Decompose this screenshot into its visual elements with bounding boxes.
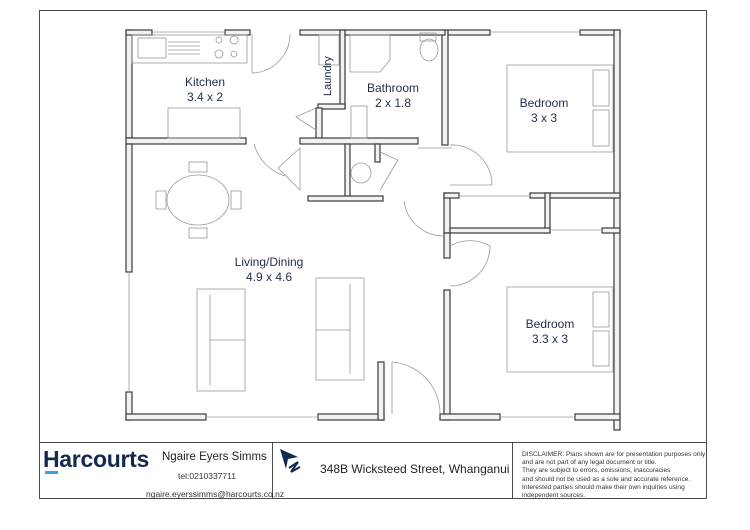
room-size: 3 x 3 xyxy=(530,111,558,125)
disclaimer: DISCLAIMER: Plans shown are for presenta… xyxy=(522,451,707,500)
north-arrow-icon xyxy=(280,449,301,473)
room-name: Bedroom xyxy=(525,317,575,331)
wall xyxy=(125,413,207,421)
room-name: Bedroom xyxy=(519,96,569,110)
room-size: 3.4 x 2 xyxy=(186,90,224,104)
sofa xyxy=(315,277,365,381)
wall xyxy=(125,137,247,145)
room-label-kitchen: Kitchen 3.4 x 2 xyxy=(185,75,225,105)
wall xyxy=(344,143,351,201)
wall xyxy=(443,289,451,421)
bed xyxy=(506,286,614,373)
wall xyxy=(601,227,621,234)
wall xyxy=(544,192,551,234)
vanity xyxy=(350,105,368,139)
room-size: 3.3 x 3 xyxy=(531,332,569,346)
wall xyxy=(374,143,381,163)
divider xyxy=(512,442,513,499)
wall xyxy=(339,29,346,109)
agent-name: Ngaire Eyers Simms xyxy=(162,451,267,463)
wall xyxy=(447,29,491,36)
room-label-bedroom-1: Bedroom 3 x 3 xyxy=(520,96,569,126)
disclaimer-line: Interested parties should make their own… xyxy=(522,483,685,491)
wall xyxy=(449,227,551,234)
property-address: 348B Wicksteed Street, Whanganui xyxy=(320,462,510,476)
room-label-bedroom-2: Bedroom 3.3 x 3 xyxy=(526,317,575,347)
wall xyxy=(125,143,133,273)
disclaimer-line: independent sources. xyxy=(522,492,586,500)
wall xyxy=(125,29,153,36)
disclaimer-line: and should not be used as a sole and acc… xyxy=(522,475,691,483)
wall xyxy=(574,413,621,421)
disclaimer-line: They are subject to errors, omissions, i… xyxy=(522,467,671,475)
room-size: 2 x 1.8 xyxy=(374,96,412,110)
wall xyxy=(317,103,346,110)
agent-email[interactable]: ngaire.eyerssimms@harcourts.co.nz xyxy=(146,489,285,499)
disclaimer-line: and are not part of any legal document o… xyxy=(522,459,657,467)
room-label-living-dining: Living/Dining 4.9 x 4.6 xyxy=(235,255,304,285)
cooktop-icon xyxy=(215,36,223,44)
wall xyxy=(299,29,346,36)
room-name: Bathroom xyxy=(366,81,420,95)
door-swing xyxy=(295,107,317,131)
room-label-laundry: Laundry xyxy=(322,56,334,96)
sink-icon xyxy=(137,37,167,59)
wall xyxy=(317,413,385,421)
wall xyxy=(344,29,446,36)
divider xyxy=(272,442,273,499)
wall xyxy=(441,29,449,146)
wall xyxy=(307,195,384,202)
wall xyxy=(299,137,419,145)
wall xyxy=(443,232,451,259)
toilet-icon xyxy=(419,32,437,42)
wall xyxy=(224,29,251,36)
title-block xyxy=(39,442,707,499)
wall xyxy=(529,192,621,199)
wall xyxy=(125,29,133,139)
kitchen-island xyxy=(167,107,241,139)
room-name: Living/Dining xyxy=(234,255,304,269)
bed xyxy=(506,64,614,153)
plan-frame xyxy=(39,10,707,499)
laundry-tub xyxy=(318,34,340,66)
shower-icon xyxy=(349,34,391,73)
wall xyxy=(315,107,323,141)
door-swing xyxy=(379,151,399,191)
door-swing xyxy=(251,33,291,74)
room-size: 4.9 x 4.6 xyxy=(245,270,293,284)
harcourts-logo: Harcourts xyxy=(43,446,149,472)
disclaimer-line: DISCLAIMER: Plans shown are for presenta… xyxy=(522,451,706,458)
kitchen-bench xyxy=(131,34,248,64)
wall xyxy=(443,192,451,234)
room-name: Kitchen xyxy=(184,75,226,89)
wall xyxy=(439,413,501,421)
agent-phone[interactable]: tel:0210337711 xyxy=(178,471,236,481)
water-cylinder xyxy=(350,162,372,184)
wall xyxy=(377,361,385,421)
room-label-bathroom: Bathroom 2 x 1.8 xyxy=(367,81,419,111)
logo-accent-bar xyxy=(45,471,58,474)
wall xyxy=(443,192,460,199)
dining-table xyxy=(166,174,230,226)
